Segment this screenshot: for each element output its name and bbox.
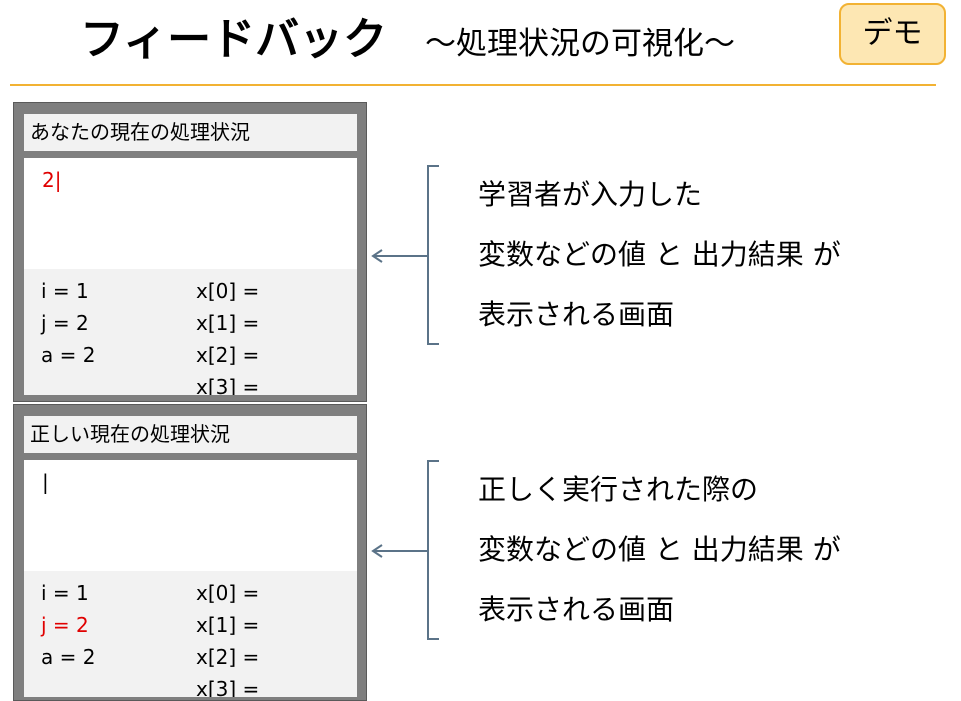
var-x0: x[0] = (196, 279, 260, 303)
learner-scalar-vars: i = 1 j = 2 a = 2 (41, 275, 95, 371)
learner-output-value: 2| (42, 168, 62, 192)
var-x1: x[1] = (196, 613, 260, 637)
correct-state-header: 正しい現在の処理状況 (24, 416, 357, 453)
var-x2: x[2] = (196, 645, 260, 669)
description-line: 表示される画面 (478, 298, 675, 331)
correct-state-panel: 正しい現在の処理状況 | i = 1 j = 2 a = 2 x[0] = x[… (13, 404, 367, 701)
var-j-highlighted: j = 2 (41, 613, 89, 637)
description-line: 表示される画面 (478, 593, 675, 626)
description-line: 変数などの値 と 出力結果 が (478, 238, 841, 271)
var-x1: x[1] = (196, 311, 260, 335)
page-subtitle: ～処理状況の可視化～ (425, 26, 735, 62)
arrow-left-icon (371, 249, 429, 263)
correct-scalar-vars: i = 1 j = 2 a = 2 (41, 577, 95, 673)
learner-state-header: あなたの現在の処理状況 (24, 114, 357, 151)
learner-array-vars: x[0] = x[1] = x[2] = x[3] = (196, 275, 259, 395)
learner-description: 学習者が入力した 変数などの値 と 出力結果 が 表示される画面 (478, 165, 841, 345)
var-x0: x[0] = (196, 581, 260, 605)
learner-output-area[interactable]: 2| (24, 158, 357, 269)
learner-variables: i = 1 j = 2 a = 2 x[0] = x[1] = x[2] = x… (24, 269, 357, 395)
var-x3: x[3] = (196, 677, 260, 697)
var-j: j = 2 (41, 311, 89, 335)
var-x3: x[3] = (196, 375, 260, 395)
correct-variables: i = 1 j = 2 a = 2 x[0] = x[1] = x[2] = x… (24, 571, 357, 697)
description-line: 学習者が入力した (478, 178, 703, 211)
correct-description: 正しく実行された際の 変数などの値 と 出力結果 が 表示される画面 (478, 460, 841, 640)
correct-array-vars: x[0] = x[1] = x[2] = x[3] = (196, 577, 259, 697)
var-a: a = 2 (41, 343, 96, 367)
description-line: 変数などの値 と 出力結果 が (478, 533, 841, 566)
page-title: フィードバック (80, 14, 388, 65)
correct-output-area[interactable]: | (24, 460, 357, 571)
var-x2: x[2] = (196, 343, 260, 367)
demo-badge: デモ (839, 3, 946, 65)
correct-output-value: | (42, 470, 49, 494)
title-divider (10, 84, 936, 86)
var-i: i = 1 (41, 581, 89, 605)
var-a: a = 2 (41, 645, 96, 669)
var-i: i = 1 (41, 279, 89, 303)
description-line: 正しく実行された際の (478, 473, 759, 506)
arrow-left-icon (371, 544, 429, 558)
learner-state-panel: あなたの現在の処理状況 2| i = 1 j = 2 a = 2 x[0] = … (13, 102, 367, 402)
